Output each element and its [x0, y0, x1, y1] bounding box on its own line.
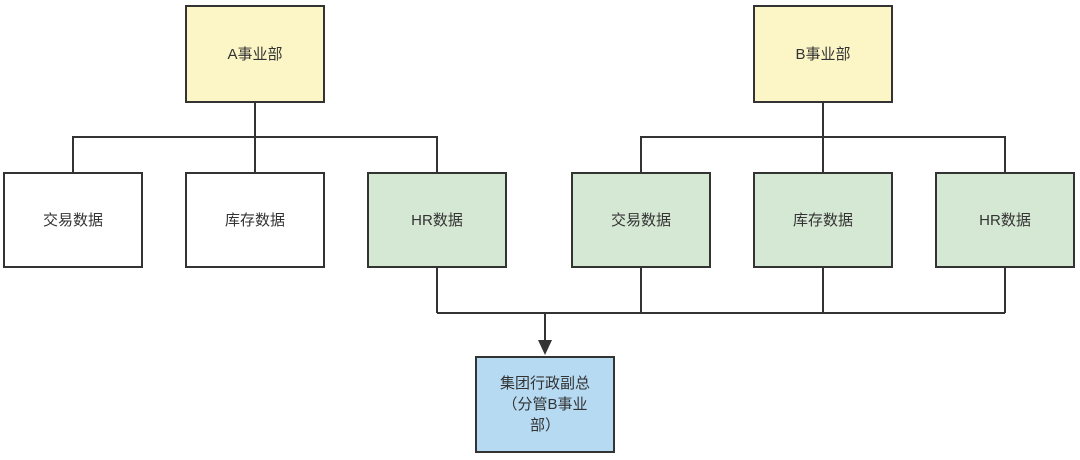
node-label: 集团行政副总 （分管B事业 部）	[500, 373, 590, 436]
node-division-b: B事业部	[753, 5, 893, 103]
division-b-tree-connector	[640, 103, 1006, 172]
node-label: 交易数据	[42, 211, 103, 229]
node-a-inventory-data: 库存数据	[185, 172, 325, 268]
vp-label-line-3: 部）	[529, 417, 560, 434]
node-group-admin-vp: 集团行政副总 （分管B事业 部）	[475, 356, 615, 453]
data-bus-connector	[436, 268, 1006, 342]
arrowhead-icon	[538, 340, 552, 355]
node-label: 库存数据	[224, 211, 285, 229]
node-label: 交易数据	[610, 211, 671, 229]
vp-label-line-1: 集团行政副总	[499, 375, 590, 392]
node-b-hr-data: HR数据	[935, 172, 1075, 268]
node-label: A事业部	[227, 45, 283, 63]
node-a-transaction-data: 交易数据	[3, 172, 143, 268]
node-b-inventory-data: 库存数据	[753, 172, 893, 268]
vp-label-line-2: （分管B事业	[502, 396, 588, 413]
division-a-tree-connector	[72, 103, 438, 172]
node-a-hr-data: HR数据	[367, 172, 507, 268]
node-label: 库存数据	[792, 211, 853, 229]
node-label: HR数据	[979, 211, 1031, 229]
node-division-a: A事业部	[185, 5, 325, 103]
node-label: B事业部	[795, 45, 851, 63]
node-b-transaction-data: 交易数据	[571, 172, 711, 268]
node-label: HR数据	[411, 211, 463, 229]
